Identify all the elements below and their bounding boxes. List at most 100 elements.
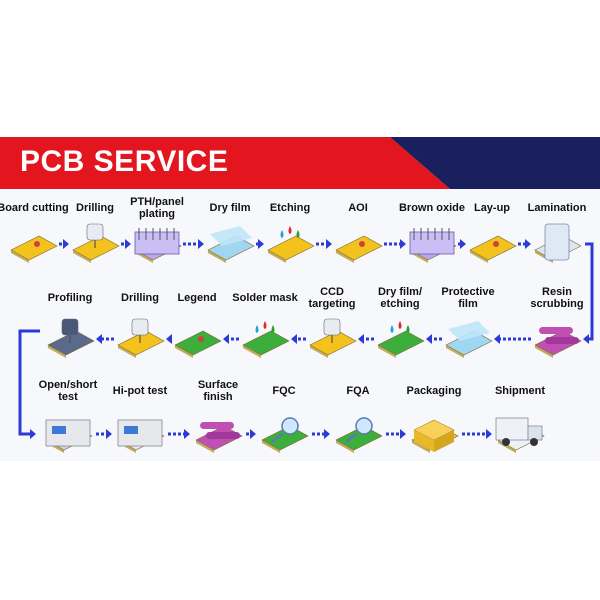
plating-tank-icon <box>134 228 182 263</box>
legend-print-icon <box>174 330 222 358</box>
icon-tank <box>409 231 455 255</box>
step-label: Board cutting <box>0 202 69 214</box>
icon-board-edge <box>11 250 29 263</box>
flow-arrow-head <box>326 239 332 249</box>
step-label: Etching <box>269 202 311 214</box>
flow-arrow-head <box>223 334 229 344</box>
hipot-tester-icon <box>117 419 165 453</box>
flow-arrow-head <box>125 239 131 249</box>
icon-roller <box>539 327 573 334</box>
icon-film-sheet <box>448 321 490 341</box>
fqc-magnifier-icon <box>261 417 309 453</box>
icon-machine-head <box>86 223 104 241</box>
icon-board-edge <box>470 250 488 263</box>
flow-arrow-head <box>400 239 406 249</box>
icon-tank <box>134 231 180 255</box>
flow-arrow <box>223 334 239 344</box>
step-label: FQC <box>272 385 296 397</box>
icon-lens <box>281 417 299 435</box>
flow-arrow <box>246 429 256 439</box>
banner-red-band <box>0 137 450 189</box>
icon-board-edge <box>262 440 280 453</box>
flow-arrow <box>312 429 330 439</box>
step-label: Brown oxide <box>398 202 466 214</box>
icon-roller <box>200 422 234 429</box>
icon-board-edge <box>243 345 261 358</box>
icon-detail <box>359 241 365 247</box>
icon-board <box>174 330 222 356</box>
flow-arrow <box>316 239 332 249</box>
step-label: AOI <box>348 202 368 214</box>
flow-arrow-head <box>324 429 330 439</box>
icon-box-side <box>414 430 434 452</box>
flow-arrow-head <box>494 334 500 344</box>
icon-board <box>47 330 95 356</box>
step-label: Shipment <box>494 385 546 397</box>
step-label: Lay-up <box>473 202 511 214</box>
icon-board-edge <box>118 345 136 358</box>
banner-navy-band <box>390 137 600 189</box>
icon-machine-head <box>61 318 79 336</box>
flow-arrow-head <box>63 239 69 249</box>
flow-connector-right <box>585 242 594 341</box>
step-label: Legend <box>177 292 217 304</box>
banner-background <box>0 137 600 189</box>
icon-board <box>335 425 383 451</box>
step-label: Drilling <box>121 292 159 304</box>
step-label: Lamination <box>527 202 587 214</box>
flow-arrow-head <box>460 239 466 249</box>
flow-arrow-head <box>106 429 112 439</box>
flow-arrow-head <box>525 239 531 249</box>
icon-handle <box>271 433 283 443</box>
fqa-magnifier-icon <box>335 417 383 453</box>
flow-arrow-head <box>426 334 432 344</box>
flow-arrow-head <box>583 334 589 344</box>
icon-drop <box>263 321 267 329</box>
lamination-press-icon <box>534 223 582 263</box>
flow-arrow-head <box>166 334 172 344</box>
icon-board-edge <box>378 345 396 358</box>
icon-wheel <box>530 438 538 446</box>
icon-board <box>335 235 383 261</box>
step-label: Protective film <box>441 286 495 310</box>
icon-board <box>469 235 517 261</box>
icon-drop <box>398 321 402 329</box>
flow-arrow <box>386 429 406 439</box>
flow-arrow <box>426 334 442 344</box>
flow-arrow <box>59 239 69 249</box>
flow-arrow-head <box>258 239 264 249</box>
step-label: Dry film/ etching <box>377 286 423 310</box>
flow-arrow <box>458 239 466 249</box>
icon-handle <box>345 433 357 443</box>
icon-display <box>124 426 138 434</box>
icon-board-edge <box>268 250 286 263</box>
delivery-truck-icon <box>495 417 545 453</box>
step-label: Profiling <box>47 292 93 304</box>
step-label: Drilling <box>76 202 114 214</box>
icon-machine-head <box>323 318 341 336</box>
ccd-targeting-icon <box>309 318 357 358</box>
icon-detail <box>493 241 499 247</box>
icon-box-side <box>434 430 454 452</box>
icon-display <box>52 426 66 434</box>
icon-drop <box>271 325 275 333</box>
icon-detail <box>198 336 204 342</box>
dry-film-icon <box>207 226 255 263</box>
step-label: Solder mask <box>232 292 298 304</box>
flow-arrow-head <box>96 334 102 344</box>
icon-board-edge <box>535 345 553 358</box>
icon-wheel <box>502 438 510 446</box>
icon-board <box>267 235 315 261</box>
step-label: Hi-pot test <box>112 385 168 397</box>
test-machine-icon <box>45 419 93 453</box>
flow-arrow-head <box>291 334 297 344</box>
step-label: FQA <box>346 385 370 397</box>
flow-arrow <box>166 334 172 344</box>
icon-lens <box>355 417 373 435</box>
icon-press <box>544 223 570 261</box>
icon-board <box>117 330 165 356</box>
step-label: Resin scrubbing <box>530 286 584 310</box>
icon-board-edge <box>208 250 226 263</box>
flow-arrow-head <box>358 334 364 344</box>
